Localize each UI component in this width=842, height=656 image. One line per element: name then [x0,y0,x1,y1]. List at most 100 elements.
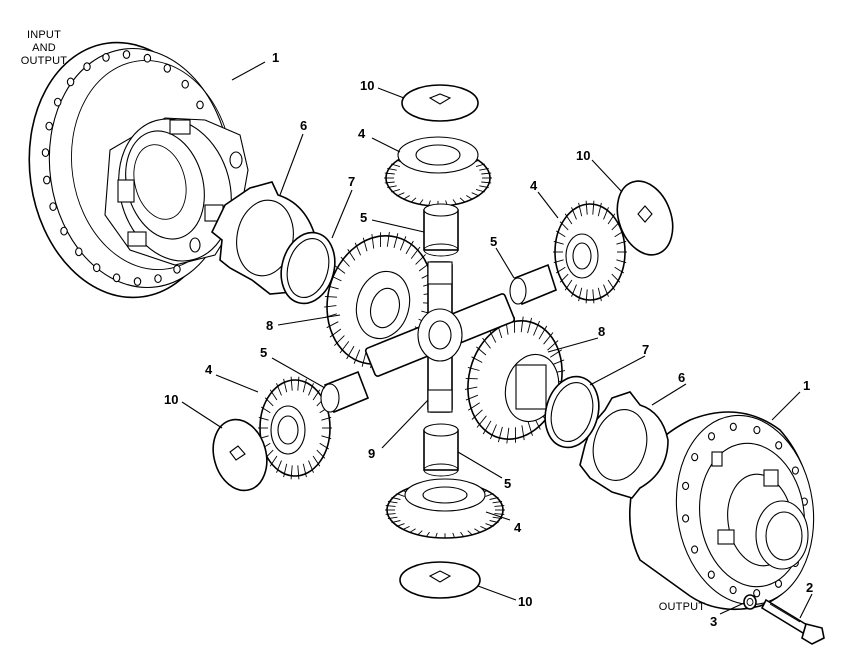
gear-tooth [312,455,321,467]
gear-tooth [283,463,288,478]
bolt-hole [707,570,715,579]
gear-tooth [319,442,330,450]
gear-tooth [290,376,293,391]
gear-tooth [494,505,505,507]
washer-bottom [399,561,481,599]
gear-tooth [396,493,405,497]
callout-5-top: 5 [360,210,367,225]
thrust-washer-right [544,375,600,449]
callout-3: 3 [710,614,717,629]
washer-left [212,418,268,492]
bolt-hole [75,247,83,257]
gear-tooth [475,188,485,193]
gear-tooth [592,200,595,215]
gear-tooth [550,349,563,358]
gear-tooth [471,356,483,363]
caption-output: OUTPUT [659,601,706,613]
gear-tooth [387,167,397,171]
gear-tooth [260,406,271,414]
callout-8-left: 8 [266,318,273,333]
gear-tooth [354,242,362,256]
gear-tooth [396,192,405,197]
bolt-hole [66,77,75,87]
gear-tooth [290,465,293,480]
callout-10-bottom: 10 [518,594,532,609]
bushing-left [320,370,370,414]
gear-tooth [481,172,492,175]
gear-tooth [269,389,278,401]
left-case-half [28,41,249,299]
bolt-hole [682,514,690,523]
gear-tooth [564,279,573,291]
gear-tooth [467,530,473,536]
gear-tooth [611,273,621,283]
bolt-hole [92,263,101,273]
callout-9: 9 [368,446,375,461]
gear-tooth [543,332,554,345]
bolt-hole [682,481,690,491]
gear-tooth [386,231,390,247]
gear-tooth [419,199,424,205]
gear-tooth [466,195,473,200]
gear-tooth [597,287,602,302]
bolt-hole [753,589,761,598]
gear-tooth [387,500,398,504]
gear-tooth [353,349,361,364]
gear-tooth [489,496,499,500]
gear-tooth [482,420,492,435]
washer-right [616,180,674,256]
bolt-hole [181,79,189,89]
gear-tooth [489,330,497,343]
gear-tooth [276,460,282,473]
callout-6-top: 6 [300,118,307,133]
gear-tooth [476,415,487,428]
pinion-gear-left [258,376,332,480]
gear-tooth [492,516,503,520]
gear-tooth [482,337,491,349]
gear-tooth [269,455,278,467]
gear-tooth [347,249,356,261]
bolt-hole [49,202,57,211]
gear-tooth [426,531,430,537]
gear-tooth [459,197,466,203]
gear-tooth [485,493,494,497]
bolt-hole [691,452,699,462]
gear-tooth [402,525,410,531]
gear-tooth [417,530,423,536]
gear-tooth [492,500,503,504]
callout-1-bottom: 1 [803,378,810,393]
gear-tooth [410,197,417,203]
gear-tooth [302,378,307,393]
gear-tooth [321,416,332,421]
gear-tooth [302,463,307,478]
gear-tooth [387,516,398,520]
gear-tooth [312,389,321,401]
gear-tooth [571,207,577,220]
gear-tooth [547,340,559,351]
bolt-hole [122,50,131,59]
gear-tooth [481,181,492,184]
lock-washer [743,594,757,610]
gear-tooth [494,513,505,515]
gear-tooth [403,195,410,200]
bolt-hole [45,121,53,131]
gear-tooth [520,316,524,333]
callout-4-bottom: 4 [514,520,522,535]
gear-tooth [474,528,481,533]
gear-tooth [346,345,355,360]
gear-tooth [607,279,616,291]
right-case-bolt-holes [682,422,808,598]
bolt-hole [143,53,152,63]
bushing-right [509,263,557,306]
bolt-hole [112,273,121,283]
bolt-hole [729,585,737,595]
bolt-hole [41,148,50,157]
bolt-hole [102,53,110,62]
caption-input-output-3: OUTPUT [21,55,67,67]
gear-tooth [283,378,288,393]
gear-tooth [329,328,342,338]
gear-tooth [464,386,478,390]
gear-tooth [362,237,368,252]
gear-tooth [480,525,488,531]
